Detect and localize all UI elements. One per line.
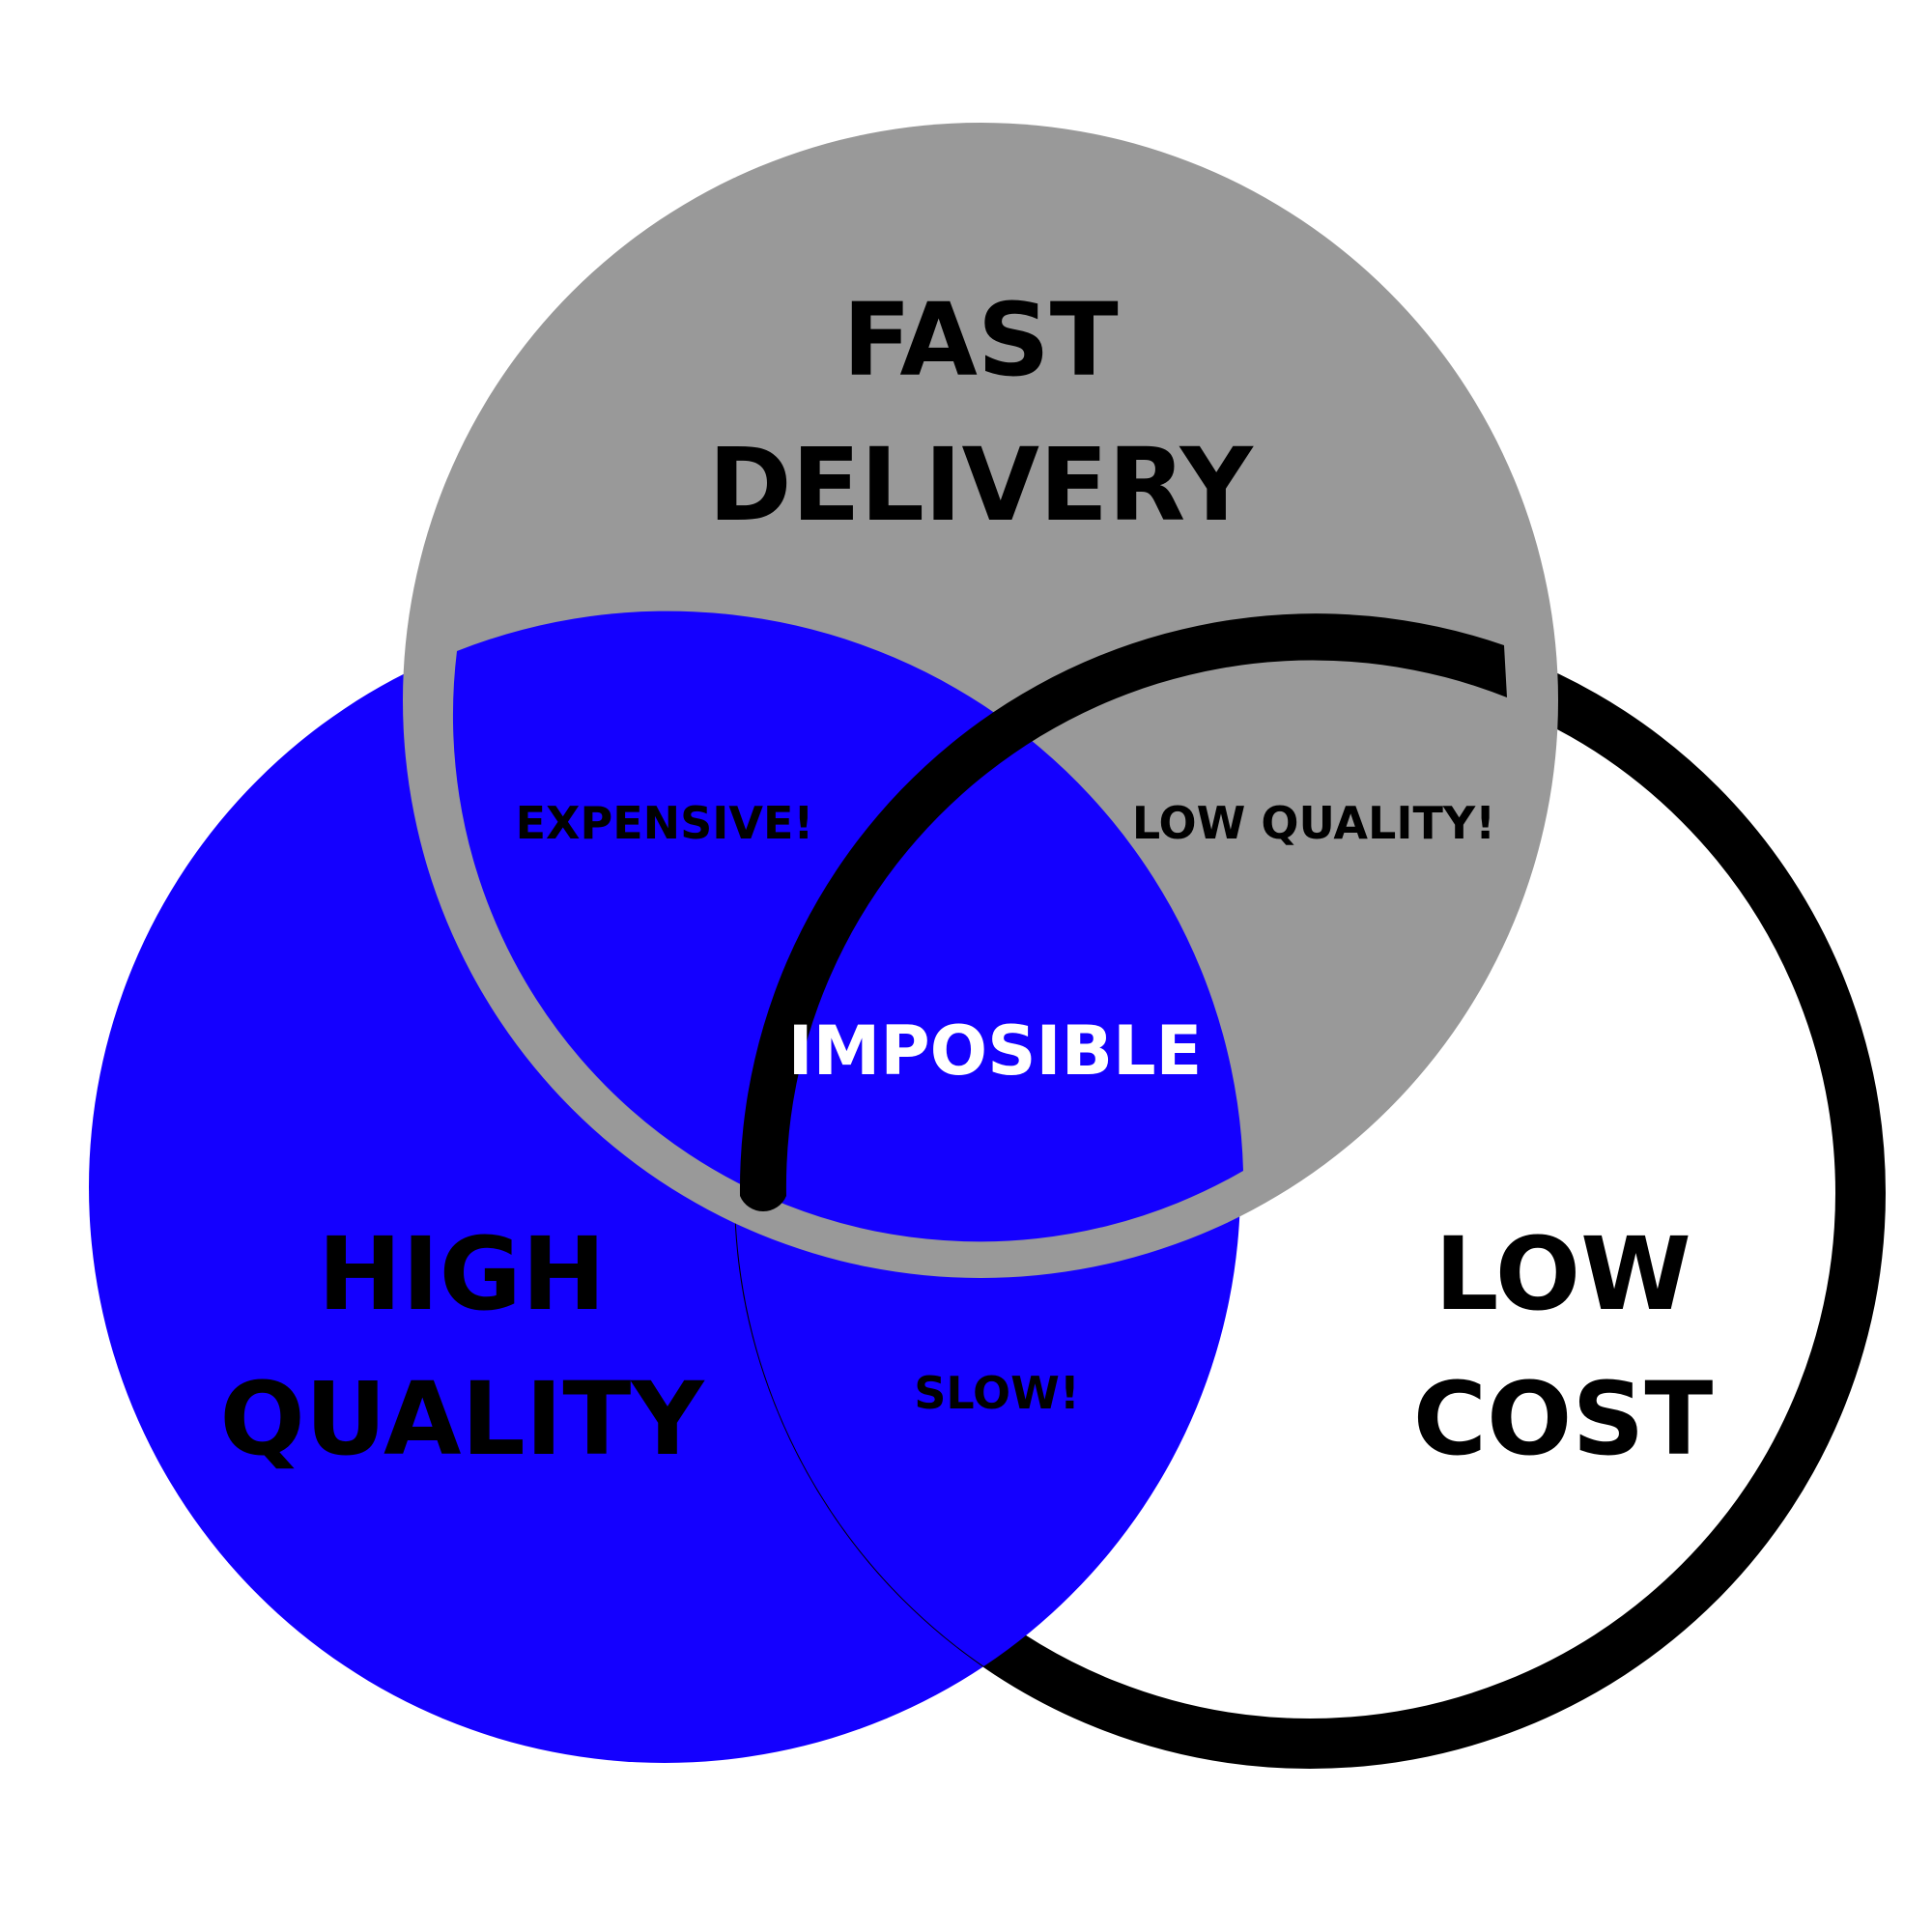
low-cost-label-line2: COST [1413, 1360, 1714, 1478]
fast-delivery-label-line2: DELIVERY [708, 426, 1254, 544]
fast-delivery-label: FAST [842, 281, 1119, 399]
low-cost-arc [739, 613, 1507, 1211]
slow-label: SLOW! [914, 1367, 1080, 1419]
high-quality-label-line2: QUALITY [219, 1360, 705, 1478]
impossible-label: IMPOSIBLE [788, 1011, 1203, 1091]
low-cost-label: LOW [1435, 1215, 1691, 1333]
expensive-label: EXPENSIVE! [516, 797, 814, 849]
low-quality-label: LOW QUALITY! [1132, 797, 1495, 849]
high-quality-label: HIGH [318, 1215, 606, 1333]
